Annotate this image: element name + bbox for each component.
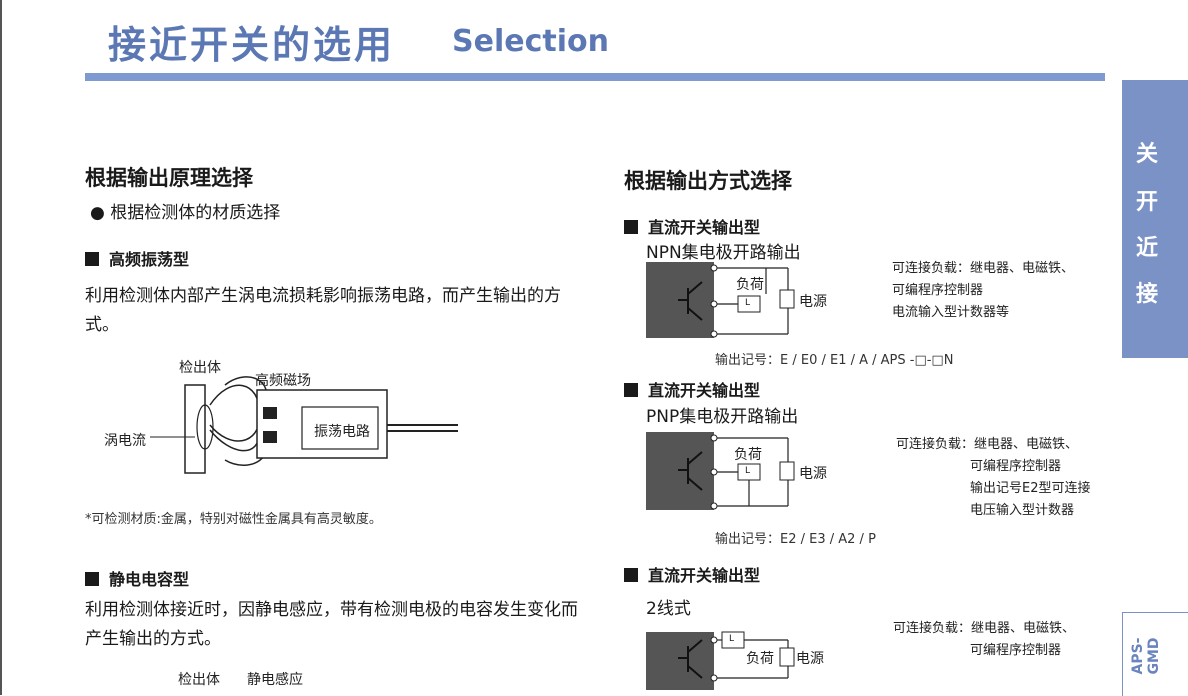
section-title-text: 高频振荡型 bbox=[109, 250, 190, 269]
terminal bbox=[710, 300, 718, 308]
block-title-pnp: 直流开关输出型 bbox=[624, 377, 760, 401]
material-note: *可检测材质:金属，特别对磁性金属具有高灵敏度。 bbox=[85, 512, 382, 527]
section-body-high-freq: 利用检测体内部产生涡电流损耗影响振荡电路，而产生输出的方式。 bbox=[85, 286, 561, 335]
page-title-cn: 接近开关的选用 bbox=[108, 23, 396, 67]
side-tab-code: APS-GMD bbox=[1130, 637, 1162, 675]
transistor bbox=[687, 639, 703, 653]
label-eddy: 涡电流 bbox=[104, 433, 146, 449]
side-tab-char: 开 bbox=[1135, 190, 1158, 215]
power-label: 电源 bbox=[799, 466, 827, 482]
terminal bbox=[710, 330, 718, 338]
two-wire-circuit bbox=[646, 631, 795, 690]
left-heading: 根据输出原理选择 bbox=[85, 166, 253, 190]
two-wire-note-line: 可编程序控制器 bbox=[970, 643, 1062, 658]
npn-output-code: 输出记号：E / E0 / E1 / A / APS -□-□N bbox=[715, 353, 954, 368]
power-box bbox=[779, 289, 795, 309]
terminal bbox=[710, 674, 718, 682]
load-box bbox=[721, 631, 745, 649]
label-detect-2: 检出体 bbox=[178, 672, 220, 688]
side-tab-char: 接 bbox=[1135, 282, 1158, 307]
label-induct: 静电感应 bbox=[247, 672, 303, 688]
load-box bbox=[737, 463, 761, 481]
field-line bbox=[209, 384, 261, 442]
right-heading: 根据输出方式选择 bbox=[624, 169, 792, 193]
high-freq-diagram bbox=[150, 376, 458, 474]
block-title-text: 直流开关输出型 bbox=[648, 381, 761, 400]
side-tab-code-box bbox=[1122, 612, 1188, 696]
pnp-note-line: 电压输入型计数器 bbox=[970, 503, 1075, 518]
osc-circuit-box bbox=[301, 406, 379, 450]
sensor-body bbox=[646, 632, 714, 690]
label-field: 高频磁场 bbox=[255, 373, 311, 389]
block-title-text: 直流开关输出型 bbox=[648, 566, 761, 585]
section-body-capacitive: 利用检测体接近时，因静电感应，带有检测电极的电容发生变化而产生输出的方式。 bbox=[85, 600, 578, 649]
transistor bbox=[687, 451, 703, 465]
load-label: 负荷 bbox=[746, 651, 774, 667]
page-title-en: Selection bbox=[452, 24, 609, 59]
two-wire-note-line: 可连接负载：继电器、电磁铁、 bbox=[893, 621, 1076, 636]
detect-object bbox=[184, 384, 206, 474]
load-L-label: L bbox=[729, 634, 735, 644]
pnp-output-code: 输出记号：E2 / E3 / A2 / P bbox=[715, 532, 876, 547]
npn-circuit bbox=[646, 262, 795, 338]
section-title-high-freq: 高频振荡型 bbox=[85, 246, 189, 270]
terminal bbox=[710, 636, 718, 644]
square-bullet-icon bbox=[624, 568, 638, 582]
left-bullet: ● 根据检测体的材质选择 bbox=[90, 203, 281, 223]
label-detect: 检出体 bbox=[179, 360, 221, 376]
power-box bbox=[779, 647, 795, 667]
section-title-text: 静电电容型 bbox=[109, 570, 190, 589]
block-title-text: 直流开关输出型 bbox=[648, 218, 761, 237]
square-bullet-icon bbox=[624, 383, 638, 397]
left-margin-rule bbox=[0, 0, 2, 695]
block-title-npn: 直流开关输出型 bbox=[624, 214, 760, 238]
section-title-capacitive: 静电电容型 bbox=[85, 566, 189, 590]
power-label: 电源 bbox=[799, 294, 827, 310]
load-box bbox=[737, 295, 761, 313]
block-subtitle-2wire: 2线式 bbox=[646, 599, 691, 619]
transistor bbox=[687, 281, 703, 295]
load-L-label: L bbox=[745, 466, 751, 476]
pnp-note-line: 输出记号E2型可连接 bbox=[970, 481, 1091, 496]
square-bullet-icon bbox=[85, 252, 99, 266]
side-tab-char: 近 bbox=[1135, 236, 1158, 261]
block-title-2wire: 直流开关输出型 bbox=[624, 562, 760, 586]
pnp-note-line: 可连接负载：继电器、电磁铁、 bbox=[896, 437, 1079, 452]
square-bullet-icon bbox=[85, 572, 99, 586]
pnp-note-line: 可编程序控制器 bbox=[970, 459, 1062, 474]
coil-top bbox=[263, 407, 277, 419]
coil-bottom bbox=[263, 431, 277, 443]
block-subtitle-pnp: PNP集电极开路输出 bbox=[646, 407, 799, 427]
square-bullet-icon bbox=[624, 220, 638, 234]
transistor bbox=[687, 665, 703, 679]
load-label: 负荷 bbox=[736, 277, 764, 293]
npn-note-line: 可编程序控制器 bbox=[892, 283, 984, 298]
side-tab bbox=[1122, 80, 1188, 358]
eddy-loop bbox=[196, 404, 214, 450]
power-label: 电源 bbox=[796, 651, 824, 667]
block-subtitle-npn: NPN集电极开路输出 bbox=[646, 243, 801, 263]
terminal bbox=[710, 434, 718, 442]
transistor bbox=[687, 477, 703, 491]
npn-note-line: 电流输入型计数器等 bbox=[892, 305, 1010, 320]
terminal bbox=[710, 502, 718, 510]
npn-note-line: 可连接负载：继电器、电磁铁、 bbox=[892, 261, 1075, 276]
title-underline-bar bbox=[85, 73, 1105, 81]
pnp-circuit bbox=[646, 432, 795, 510]
terminal bbox=[710, 264, 718, 272]
transistor bbox=[687, 307, 703, 321]
load-L-label: L bbox=[745, 298, 751, 308]
side-tab-char: 关 bbox=[1135, 142, 1158, 167]
terminal bbox=[710, 468, 718, 476]
load-label: 负荷 bbox=[734, 447, 762, 463]
label-osc: 振荡电路 bbox=[314, 424, 370, 440]
power-box bbox=[779, 461, 795, 481]
